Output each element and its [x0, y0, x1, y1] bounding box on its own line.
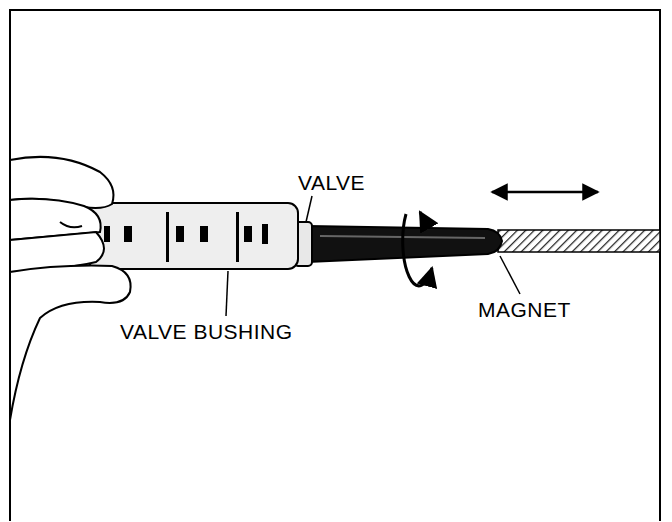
motion-arrow — [492, 191, 598, 194]
part-label: VALVE BUSHING — [118, 321, 295, 342]
leader-line — [226, 271, 228, 316]
frame — [10, 10, 660, 521]
valve-bushing — [88, 203, 298, 269]
part-label: MAGNET — [476, 299, 573, 320]
rotation-arrow — [403, 214, 432, 286]
rotation-arrow-head — [420, 212, 424, 222]
bushing-ports — [104, 212, 268, 262]
leader-line — [306, 196, 312, 222]
part-label: VALVE — [296, 172, 367, 193]
cable — [498, 230, 660, 252]
leader-line — [500, 256, 520, 294]
hand — [10, 157, 131, 420]
